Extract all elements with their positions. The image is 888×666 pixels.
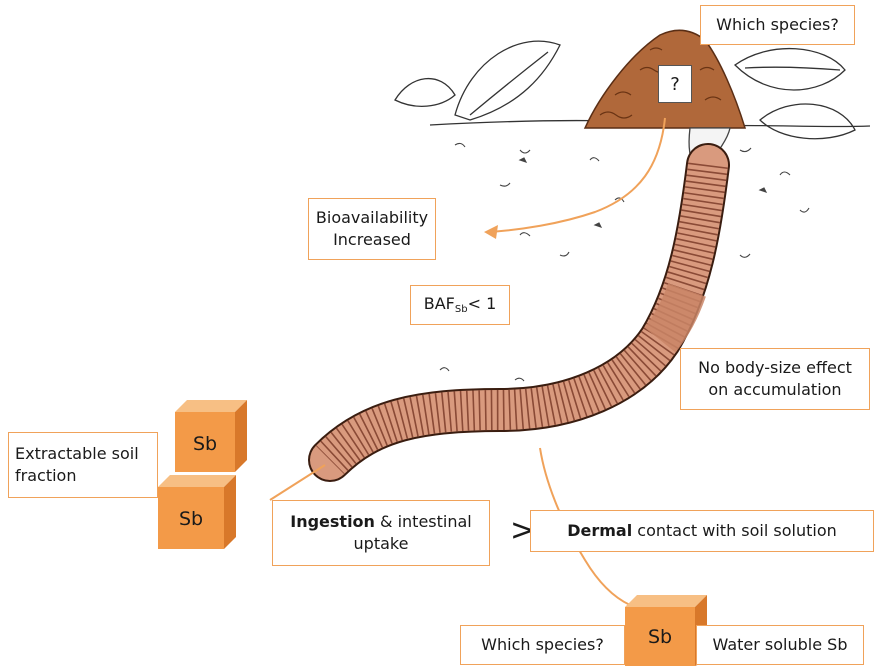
which-species-top-label: Which species? (700, 5, 855, 45)
which-species-bottom-label: Which species? (460, 625, 625, 665)
water-soluble-label: Water soluble Sb (696, 625, 864, 665)
extractable-line2: fraction (15, 465, 139, 487)
baf-text: BAFSb< 1 (424, 293, 497, 317)
extractable-line1: Extractable soil (15, 443, 139, 465)
ingestion-line2: uptake (290, 533, 471, 555)
body-size-label: No body-size effect on accumulation (680, 348, 870, 410)
body-size-line1: No body-size effect (698, 357, 852, 379)
baf-label: BAFSb< 1 (410, 285, 510, 325)
burrow-question-mark: ? (658, 65, 692, 103)
ingestion-line1: Ingestion & intestinal (290, 511, 471, 533)
sb-cube-bottom: Sb (158, 475, 236, 549)
arrow-head (484, 225, 498, 239)
bioavailability-label: Bioavailability Increased (308, 198, 436, 260)
cube-label-bottom: Sb (179, 508, 203, 530)
dermal-text: Dermal contact with soil solution (567, 520, 837, 542)
bioavailability-line1: Bioavailability (316, 207, 428, 229)
body-size-line2: on accumulation (698, 379, 852, 401)
sb-cube-water: Sb (625, 595, 707, 666)
cube-label-water: Sb (648, 626, 672, 648)
dermal-contact-label: Dermal contact with soil solution (530, 510, 874, 552)
ingestion-label: Ingestion & intestinal uptake (272, 500, 490, 566)
extractable-soil-label: Extractable soil fraction (8, 432, 158, 498)
bioavailability-line2: Increased (316, 229, 428, 251)
cube-label-top: Sb (193, 433, 217, 455)
clitellum (660, 290, 687, 340)
sb-cube-top: Sb (175, 400, 247, 472)
